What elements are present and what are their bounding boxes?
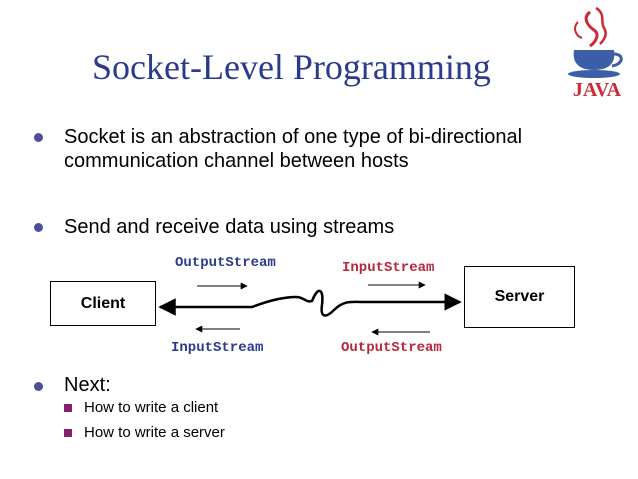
bullet-dot bbox=[34, 223, 43, 232]
socket-connection-line bbox=[158, 289, 462, 317]
label-output-stream-bottom: OutputStream bbox=[341, 340, 442, 356]
slide-title: Socket-Level Programming bbox=[92, 47, 491, 87]
bullet-dot bbox=[34, 133, 43, 142]
bullet-1-text: Socket is an abstraction of one type of … bbox=[64, 125, 522, 173]
label-output-stream-top: OutputStream bbox=[175, 255, 276, 271]
java-logo: JAVA bbox=[568, 6, 623, 101]
next-item-2: How to write a server bbox=[84, 424, 225, 441]
sub-bullet-square bbox=[64, 404, 72, 412]
java-logo-text: JAVA bbox=[573, 79, 622, 101]
bullet-2-text: Send and receive data using streams bbox=[64, 216, 395, 238]
label-input-stream-top: InputStream bbox=[342, 260, 435, 276]
label-input-stream-bottom: InputStream bbox=[171, 340, 264, 356]
client-box: Client bbox=[50, 281, 156, 326]
bullet-1-line-2: communication channel between hosts bbox=[64, 150, 409, 172]
sub-bullet-square bbox=[64, 429, 72, 437]
server-label: Server bbox=[494, 288, 545, 305]
next-item-1: How to write a client bbox=[84, 399, 219, 416]
server-box: Server bbox=[464, 266, 575, 328]
bullet-1-line-1: Socket is an abstraction of one type of … bbox=[64, 126, 523, 148]
next-label: Next: bbox=[64, 374, 111, 396]
client-label: Client bbox=[80, 294, 126, 312]
bullet-dot bbox=[34, 382, 43, 391]
